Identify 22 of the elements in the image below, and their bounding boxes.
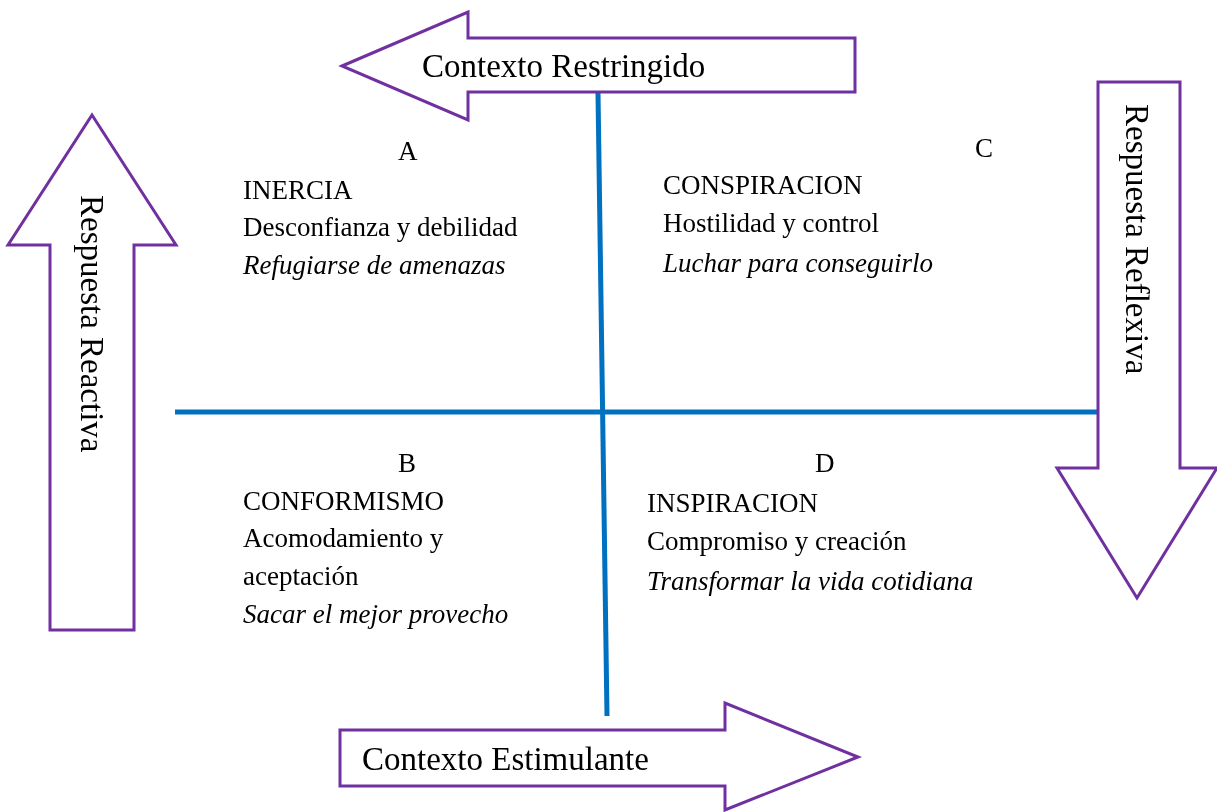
arrow-label: Contexto Restringido — [422, 48, 706, 85]
quadrant-heading: CONFORMISMO — [243, 485, 445, 518]
quadrant-letter: D — [815, 447, 835, 480]
quadrant-text: Hostilidad y control — [663, 207, 879, 240]
quadrant-letter: C — [975, 132, 993, 165]
quadrant-letter: A — [398, 135, 418, 168]
quadrant-heading: CONSPIRACION — [663, 169, 863, 202]
quadrant-heading: INERCIA — [243, 174, 353, 207]
quadrant-heading: INSPIRACION — [647, 487, 819, 520]
quadrant-text: Desconfianza y debilidad — [243, 211, 518, 244]
quadrant-letter: B — [398, 447, 416, 480]
arrow-label: Respuesta Reactiva — [74, 195, 111, 453]
quadrant-text: Transformar la vida cotidiana — [647, 565, 975, 598]
quadrant-text: Refugiarse de amenazas — [243, 249, 506, 282]
quadrant-text: Luchar para conseguirlo — [663, 247, 933, 280]
quadrant-text: Acomodamiento y aceptación — [243, 522, 445, 593]
quadrant-text: Compromiso y creación — [647, 525, 907, 558]
arrow-label: Contexto Estimulante — [362, 741, 649, 778]
quadrant-text: Sacar el mejor provecho — [243, 598, 509, 631]
down-block-arrow — [1057, 82, 1217, 598]
arrow-label: Respuesta Reflexiva — [1119, 104, 1156, 375]
up-block-arrow — [8, 115, 176, 630]
